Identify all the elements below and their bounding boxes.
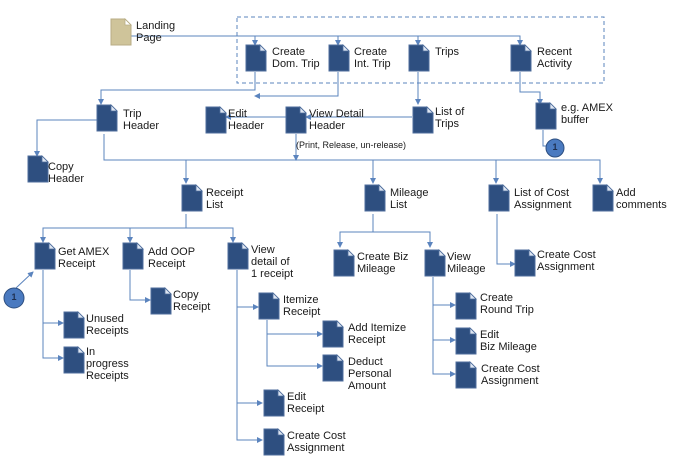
node-unused-label: Unused Receipts [86, 313, 129, 337]
node-copy-header-page-icon [27, 155, 49, 183]
node-receipt-list-label: Receipt List [206, 187, 244, 211]
node-edit-header-page-icon [205, 106, 227, 134]
node-add-oop-page-icon [122, 242, 144, 270]
node-create-int-page-icon [328, 44, 350, 72]
node-create-round-page-icon [455, 292, 477, 320]
node-add-comments-page-icon [592, 184, 614, 212]
node-list-trips-label: List of Trips [435, 106, 465, 130]
top-group-box [236, 16, 605, 84]
node-amex-buffer-page-icon [535, 102, 557, 130]
connector-circle-left [3, 287, 25, 309]
node-create-biz-label: Create Biz Mileage [357, 251, 409, 275]
connector-circle-right-label: 1 [552, 142, 558, 152]
node-deduct-page-icon [322, 354, 344, 382]
node-add-itemize-label: Add Itemize Receipt [348, 322, 407, 346]
node-get-amex-label: Get AMEX Receipt [58, 246, 110, 270]
node-create-biz-page-icon [333, 249, 355, 277]
node-trips-label: Trips [435, 46, 460, 58]
node-view-receipt-label: View detail of 1 receipt [251, 244, 294, 280]
node-landing-page-icon [110, 18, 132, 46]
node-get-amex-page-icon [34, 242, 56, 270]
node-create-int-label: Create Int. Trip [354, 46, 391, 70]
connector-circle-left-label: 1 [11, 292, 17, 302]
node-view-detail-page-icon [285, 106, 307, 134]
node-copy-receipt-page-icon [150, 287, 172, 315]
node-create-cost-r-page-icon [263, 428, 285, 456]
node-edit-receipt-label: Edit Receipt [287, 391, 325, 415]
node-trip-header-page-icon [96, 104, 118, 132]
node-in-progress-page-icon [63, 346, 85, 374]
node-cost-list-page-icon [488, 184, 510, 212]
view-detail-note: (Print, Release, un-release) [296, 140, 407, 150]
node-create-cost-m-page-icon [455, 361, 477, 389]
node-create-cost-r-label: Create Cost Assignment [287, 430, 346, 454]
node-deduct-label: Deduct Personal Amount [348, 356, 392, 392]
node-edit-receipt-page-icon [263, 389, 285, 417]
node-mileage-list-label: Mileage List [390, 187, 429, 211]
node-add-comments-label: Add comments [616, 187, 667, 211]
node-list-trips-page-icon [412, 106, 434, 134]
node-recent-label: Recent Activity [537, 46, 572, 70]
node-view-detail-label: View Detail Header [309, 108, 364, 132]
node-trips-page-icon [408, 44, 430, 72]
node-create-cost-label: Create Cost Assignment [537, 249, 596, 273]
node-itemize-page-icon [258, 292, 280, 320]
node-view-mileage-label: View Mileage [447, 251, 486, 275]
node-create-dom-page-icon [245, 44, 267, 72]
node-copy-receipt-label: Copy Receipt [173, 289, 211, 313]
node-edit-biz-label: Edit Biz Mileage [480, 329, 537, 353]
node-trip-header-label: Trip Header [123, 108, 160, 132]
node-cost-list-label: List of Cost Assignment [514, 187, 572, 211]
node-recent-page-icon [510, 44, 532, 72]
node-create-round-label: Create Round Trip [480, 292, 534, 316]
node-itemize-label: Itemize Receipt [283, 294, 321, 318]
node-view-receipt-page-icon [227, 242, 249, 270]
node-landing-label: Landing Page [136, 20, 176, 44]
node-edit-biz-page-icon [455, 327, 477, 355]
node-mileage-list-page-icon [364, 184, 386, 212]
node-unused-page-icon [63, 311, 85, 339]
node-amex-buffer-label: e.g. AMEX buffer [561, 102, 613, 126]
node-create-dom-label: Create Dom. Trip [272, 46, 320, 70]
node-receipt-list-page-icon [181, 184, 203, 212]
node-copy-header-label: Copy Header [48, 161, 85, 185]
node-create-cost-page-icon [514, 249, 536, 277]
node-view-mileage-page-icon [424, 249, 446, 277]
node-add-itemize-page-icon [322, 320, 344, 348]
node-add-oop-label: Add OOP Receipt [148, 246, 196, 270]
connector-circle-right [545, 138, 565, 158]
node-edit-header-label: Edit Header [228, 108, 265, 132]
node-create-cost-m-label: Create Cost Assignment [481, 363, 540, 387]
node-in-progress-label: In progress Receipts [86, 346, 129, 382]
